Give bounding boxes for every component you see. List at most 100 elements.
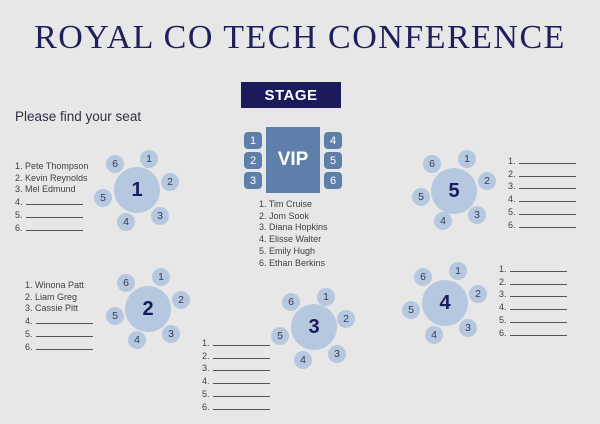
blank-line [212,337,270,346]
guest-list-item: 1. Tim Cruise [259,199,313,209]
table-1-guest-list: 1. Pete Thompson 2. Kevin Reynolds 3. Me… [15,161,88,234]
blank-line [212,362,270,372]
blank-line [518,168,576,177]
guest-list-item: 5. Emily Hugh [259,245,316,256]
guest-list-item: 4. [499,301,567,314]
guest-list-item: 1. Winona Patt [25,280,85,290]
table-3: 3 [291,304,337,350]
blank-line [35,328,93,337]
seat: 4 [434,212,452,230]
seat: 1 [449,262,467,280]
seat: 1 [317,288,335,306]
guest-list-item: 3. Mel Edmund [15,184,76,195]
table-1: 1 [114,167,160,213]
blank-line [25,196,83,206]
guest-list-item: 6. [508,219,576,232]
guest-list-item: 1. [508,155,576,168]
blank-line [518,206,576,215]
blank-line [509,288,567,298]
guest-list-item: 2. Jom Sook [259,210,310,221]
guest-list-item: 4. [202,375,270,388]
seat: 3 [459,319,477,337]
guest-list-item: 5. [202,388,270,401]
blank-line [25,222,83,231]
seat: 3 [468,206,486,224]
blank-line [509,314,567,323]
guest-list-item: 2. Liam Greg [25,291,78,302]
guest-list-item: 3. Cassie Pitt [25,303,79,314]
guest-list-item: 6. [15,222,88,235]
table-3-guest-list: 1. 2. 3. 4. 5. 6. [202,337,270,413]
blank-line [518,219,576,228]
blank-line [518,193,576,203]
guest-list-item: 1. [499,263,567,276]
table-2: 2 [125,286,171,332]
stage-block: STAGE [241,82,341,108]
guest-list-item: 4. [25,315,93,328]
seat: 4 [425,326,443,344]
seat: 6 [106,155,124,173]
blank-line [509,263,567,272]
blank-line [509,301,567,311]
blank-line [518,155,576,164]
guest-list-item: 4. Elisse Walter [259,234,322,245]
table-4-guest-list: 1. 2. 3. 4. 5. 6. [499,263,567,339]
seat: 2 [337,310,355,328]
vip-guest-list: 1. Tim Cruise 2. Jom Sook 3. Diana Hopki… [259,199,328,269]
seat: 5 [106,307,124,325]
seat: 6 [414,268,432,286]
guest-list-item: 6. Ethan Berkins [259,257,326,268]
subtitle: Please find your seat [15,109,142,124]
table-5-guest-list: 1. 2. 3. 4. 5. 6. [508,155,576,231]
seat: 2 [478,172,496,190]
guest-list-item: 6. [202,401,270,414]
guest-list-item: 4. [508,193,576,206]
seat: 4 [128,331,146,349]
seat: 4 [294,351,312,369]
guest-list-item: 2. Kevin Reynolds [15,172,88,183]
guest-list-item: 5. [25,328,93,341]
guest-list-item: 3. [499,288,567,301]
blank-line [212,350,270,359]
seat: 4 [117,213,135,231]
table-2-guest-list: 1. Winona Patt 2. Liam Greg 3. Cassie Pi… [25,280,93,353]
seat: 1 [458,150,476,168]
vip-seat: 5 [324,152,342,169]
vip-seat: 3 [244,172,262,189]
vip-seat: 2 [244,152,262,169]
guest-list-item: 6. [499,327,567,340]
vip-table: VIP [266,127,320,193]
guest-list-item: 4. [15,196,88,209]
seat: 6 [117,274,135,292]
guest-list-item: 6. [25,341,93,354]
seat: 5 [94,189,112,207]
seat: 5 [412,188,430,206]
guest-list-item: 2. [202,350,270,363]
seat: 6 [423,155,441,173]
table-4: 4 [422,280,468,326]
guest-list-item: 5. [15,209,88,222]
guest-list-item: 5. [499,314,567,327]
blank-line [212,388,270,397]
blank-line [35,315,93,325]
seat: 3 [162,325,180,343]
seat: 2 [172,291,190,309]
vip-seat: 6 [324,172,342,189]
guest-list-item: 2. [499,276,567,289]
guest-list-item: 1. [202,337,270,350]
blank-line [509,276,567,285]
blank-line [35,341,93,350]
blank-line [518,180,576,190]
seat: 1 [152,268,170,286]
blank-line [212,401,270,410]
blank-line [509,327,567,336]
guest-list-item: 3. [508,180,576,193]
seat: 3 [151,207,169,225]
vip-seat: 1 [244,132,262,149]
seat: 5 [271,327,289,345]
guest-list-item: 1. Pete Thompson [15,161,89,171]
page-title: ROYAL CO TECH CONFERENCE [34,19,566,56]
seat: 1 [140,150,158,168]
vip-seat: 4 [324,132,342,149]
blank-line [212,375,270,385]
